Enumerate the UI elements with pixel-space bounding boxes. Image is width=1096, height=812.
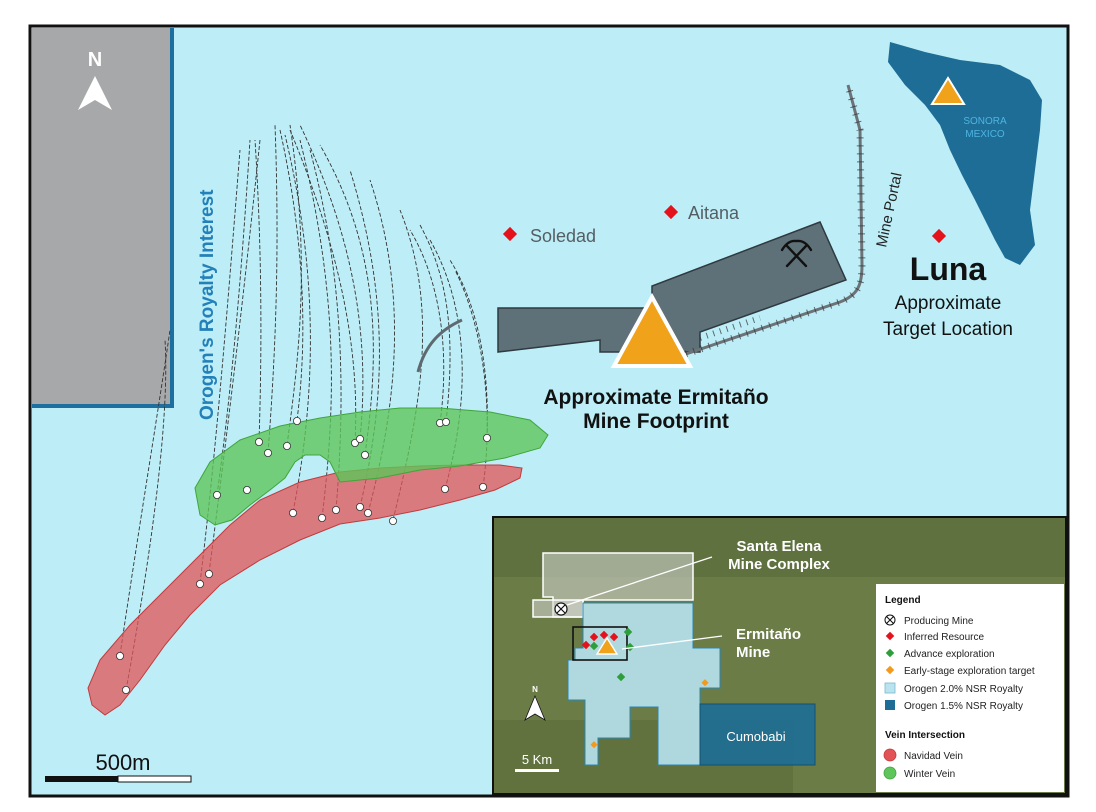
inset-border bbox=[492, 516, 1067, 795]
north-arrow: N bbox=[78, 49, 112, 110]
santa-elena-mine-cross bbox=[556, 604, 566, 614]
dark-blue-square-icon bbox=[885, 700, 895, 710]
legend-item-label: Producing Mine bbox=[904, 616, 974, 627]
royalty-interest-label: Orogen's Royalty Interest bbox=[197, 189, 218, 420]
producing-mine-cross bbox=[886, 616, 894, 624]
inset-green-diamond bbox=[623, 627, 633, 637]
drill-intercepts bbox=[116, 416, 491, 695]
legend-panel bbox=[876, 584, 1064, 792]
inset-green-diamond bbox=[625, 642, 635, 652]
inset-north-arrow-icon bbox=[524, 694, 546, 721]
green-diamond-icon bbox=[885, 648, 895, 658]
footprint-label-line2: Mine Footprint bbox=[583, 410, 729, 433]
inset-scale-label: 5 Km bbox=[522, 752, 552, 767]
inset-scale-bar bbox=[515, 769, 559, 772]
winter-vein-icon bbox=[883, 766, 897, 780]
legend-item-label: Inferred Resource bbox=[904, 632, 984, 643]
orange-diamond-icon bbox=[885, 665, 895, 675]
scale-bar-white bbox=[117, 775, 192, 783]
inset-red-diamond bbox=[609, 632, 619, 642]
footprint-label-line1: Approximate Ermitaño bbox=[543, 386, 768, 409]
ermitano-leader-line bbox=[621, 635, 723, 650]
inset-orange-diamond bbox=[590, 741, 598, 749]
aitana-diamond-icon bbox=[663, 204, 679, 220]
sonora-target-triangle bbox=[930, 76, 966, 105]
soledad-diamond-icon bbox=[502, 226, 518, 242]
ermitano-label-line1: Ermitaño bbox=[736, 626, 801, 643]
inset-north-label: N bbox=[532, 685, 538, 694]
mine-tunnel bbox=[685, 84, 864, 356]
legend-item-label: Advance exploration bbox=[904, 649, 995, 660]
ermitano-label-line2: Mine bbox=[736, 644, 770, 661]
inset-green-diamond bbox=[616, 672, 626, 682]
legend-item-label: Orogen 2.0% NSR Royalty bbox=[904, 684, 1023, 695]
scale-bar-label: 500m bbox=[95, 750, 150, 775]
vein-intersection-title: Vein Intersection bbox=[885, 730, 965, 741]
luna-subtitle-line2: Target Location bbox=[883, 319, 1013, 340]
royalty-boundary bbox=[32, 28, 174, 408]
pick-axe-icon bbox=[780, 239, 813, 268]
luna-label: Luna bbox=[910, 251, 987, 287]
inset-red-diamond bbox=[581, 640, 591, 650]
light-blue-square-icon bbox=[884, 682, 896, 694]
cumobabi-label: Cumobabi bbox=[726, 729, 785, 744]
inset-green-diamond bbox=[589, 641, 599, 651]
luna-subtitle-line1: Approximate bbox=[895, 293, 1002, 314]
winter-vein bbox=[194, 407, 549, 526]
inset-ermitano-triangle bbox=[595, 636, 619, 655]
sonora-state-shape bbox=[888, 42, 1042, 265]
luna-diamond-icon bbox=[931, 228, 947, 244]
scale-bar-black bbox=[45, 776, 118, 782]
navidad-vein bbox=[87, 464, 523, 716]
access-road bbox=[416, 318, 463, 373]
inset-royalty-1-5pct bbox=[699, 703, 816, 766]
ermitano-target-triangle bbox=[610, 292, 694, 368]
sonora-label: SONORA bbox=[963, 116, 1007, 127]
legend-item-label: Orogen 1.5% NSR Royalty bbox=[904, 701, 1023, 712]
aitana-label: Aitana bbox=[688, 203, 740, 223]
santa-elena-label-line2: Mine Complex bbox=[728, 556, 830, 573]
santa-elena-leader-line bbox=[566, 556, 713, 606]
north-arrow-icon bbox=[78, 76, 112, 110]
map-frame bbox=[28, 24, 1070, 798]
inset-orange-diamond bbox=[701, 679, 709, 687]
inset-red-diamond bbox=[589, 632, 599, 642]
santa-elena-label-line1: Santa Elena bbox=[736, 538, 822, 555]
legend-item-label: Early-stage exploration target bbox=[904, 666, 1035, 677]
ermitano-inset-box bbox=[572, 626, 628, 661]
navidad-vein-icon bbox=[883, 748, 897, 762]
north-label: N bbox=[88, 49, 102, 71]
soledad-label: Soledad bbox=[530, 226, 596, 246]
inset-red-diamond bbox=[599, 630, 609, 640]
sonora-locator-map: SONORA MEXICO bbox=[888, 42, 1042, 265]
red-diamond-icon bbox=[885, 631, 895, 641]
inset-map: Cumobabi Santa Elena Mine Complex Ermita… bbox=[492, 516, 1067, 795]
legend-title: Legend bbox=[885, 595, 921, 606]
mexico-label: MEXICO bbox=[965, 129, 1005, 140]
royalty-block bbox=[32, 28, 172, 408]
inset-target-markers bbox=[581, 627, 709, 749]
legend-item-label: Winter Vein bbox=[904, 769, 955, 780]
legend: Legend Producing Mine Inferred Resource … bbox=[876, 584, 1064, 792]
legend-item-label: Navidad Vein bbox=[904, 751, 963, 762]
